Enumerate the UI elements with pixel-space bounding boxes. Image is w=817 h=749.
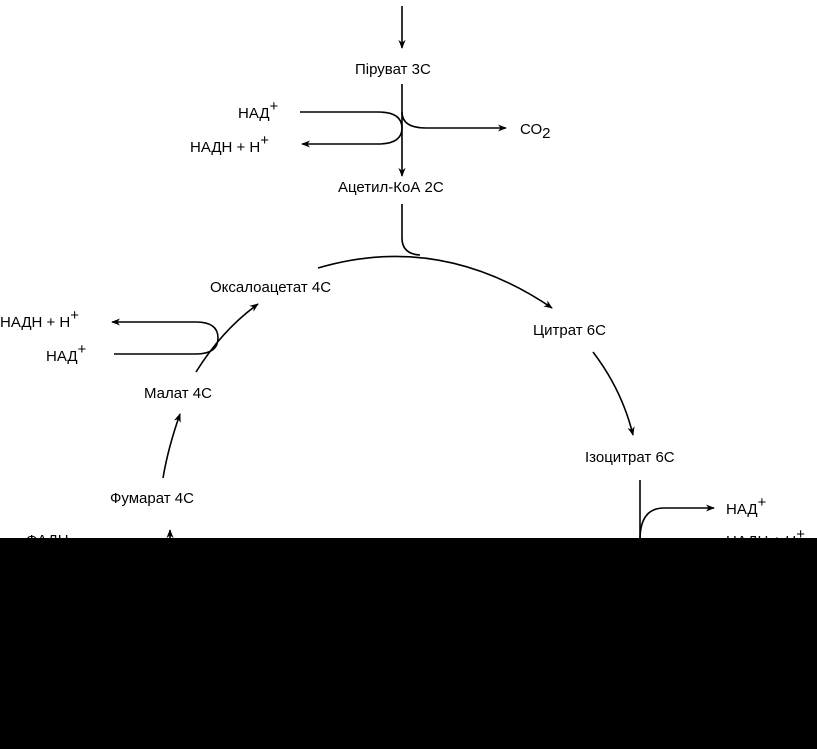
label-co2: СО2 bbox=[520, 121, 551, 142]
label-citrate: Цитрат 6С bbox=[533, 322, 606, 339]
label-fumarate: Фумарат 4С bbox=[110, 490, 194, 507]
arc-oxaloacetate-to-citrate bbox=[317, 255, 553, 309]
label-nadh-h-1: НАДН + Н+ bbox=[190, 132, 269, 156]
arrow-malate-to-oxaloacetate bbox=[195, 303, 259, 373]
label-nadh-h-2: НАДН + Н+ bbox=[0, 307, 79, 331]
label-pyruvate: Піруват 3С bbox=[355, 61, 431, 78]
arrow-acetyl-coa-entry bbox=[401, 204, 421, 256]
arrow-fumarate-to-malate bbox=[162, 413, 181, 479]
black-occluding-band bbox=[0, 538, 817, 749]
arrow-citrate-to-isocitrate bbox=[592, 351, 635, 436]
label-nad-plus-1: НАД+ bbox=[238, 98, 279, 122]
arrow-isocitrate-nad bbox=[639, 504, 715, 541]
label-isocitrate: Ізоцитрат 6С bbox=[585, 449, 675, 466]
label-acetyl-coa: Ацетил-КоА 2С bbox=[338, 179, 444, 196]
arrow-nad-to-nadh-1 bbox=[300, 111, 403, 148]
label-nad-plus-3: НАД+ bbox=[726, 494, 767, 518]
arrow-co2-release bbox=[401, 111, 507, 132]
arrow-nad-to-nadh-2 bbox=[111, 318, 219, 355]
label-malate: Малат 4С bbox=[144, 385, 212, 402]
label-oxaloacetate: Оксалоацетат 4С bbox=[210, 279, 331, 296]
label-nad-plus-2: НАД+ bbox=[46, 341, 87, 365]
